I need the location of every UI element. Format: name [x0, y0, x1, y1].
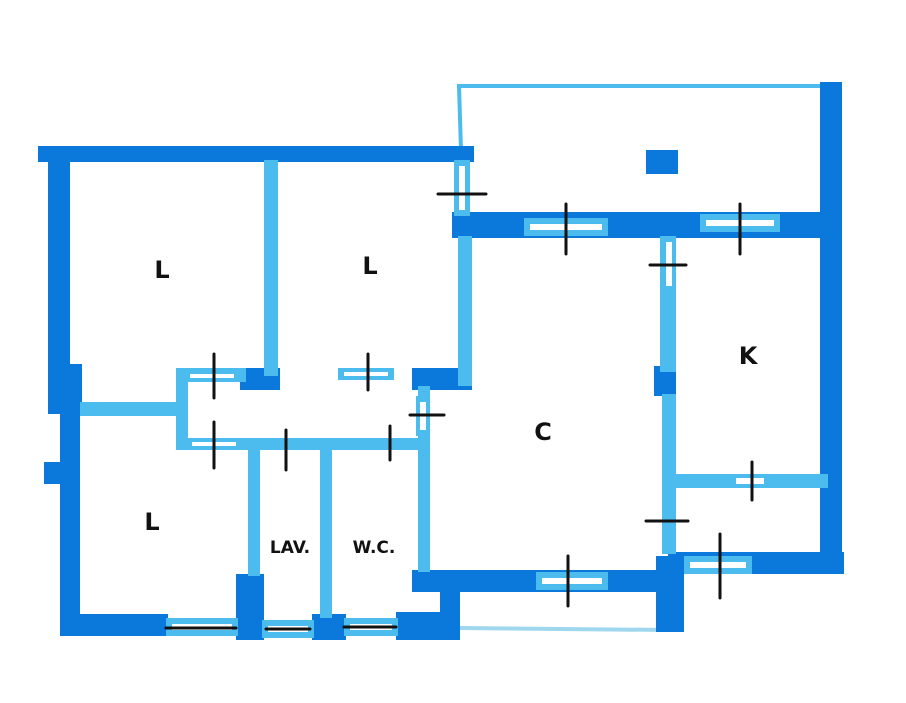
- window-living-bottom-glass: [542, 578, 602, 584]
- partition-bedrooms: [264, 160, 278, 376]
- door-kitchen-storage-gap: [736, 478, 764, 484]
- label-kitchen: K: [739, 342, 759, 370]
- wall-bottom-left: [60, 614, 168, 636]
- partition-corridor-left: [176, 368, 188, 450]
- wall-corridor-pier: [412, 368, 472, 390]
- label-bedroom-1: L: [154, 256, 169, 284]
- terrace: [456, 84, 830, 151]
- partition-laundry-wc: [320, 446, 332, 618]
- bottom-pier-1: [236, 574, 264, 640]
- partition-bedroom-living: [458, 236, 472, 386]
- inner-walls: [80, 160, 828, 618]
- window-terrace-side-glass: [459, 166, 465, 210]
- wall-left-jog: [44, 462, 64, 484]
- wall-top: [38, 146, 474, 162]
- room-labels: L L L LAV. W.C. C K: [144, 252, 758, 558]
- window-kitchen-bottom-glass: [690, 562, 746, 568]
- wall-kitchen-pier: [654, 366, 676, 396]
- wall-right: [820, 82, 842, 574]
- terrace-column: [646, 150, 678, 174]
- partition-laundry-left: [248, 446, 260, 576]
- wall-wc-corner-post: [440, 576, 460, 636]
- wall-left-upper: [48, 146, 70, 414]
- label-laundry: LAV.: [270, 538, 310, 558]
- label-living: C: [534, 418, 552, 446]
- label-bedroom-2: L: [362, 252, 377, 280]
- wall-left-pier: [50, 364, 82, 408]
- wall-left-lower: [60, 404, 80, 636]
- balcony-outline: [459, 626, 669, 632]
- wall-terrace-front: [452, 212, 840, 238]
- partition-bedroom3-top: [80, 402, 180, 416]
- label-bedroom-3: L: [144, 508, 159, 536]
- terrace-outline: [456, 84, 830, 151]
- label-toilet: W.C.: [353, 538, 396, 558]
- bottom-pier-2: [312, 614, 346, 640]
- opening-marks: [164, 192, 754, 631]
- door-bedroom1-gap: [190, 374, 234, 378]
- door-bedroom2-gap: [344, 372, 388, 376]
